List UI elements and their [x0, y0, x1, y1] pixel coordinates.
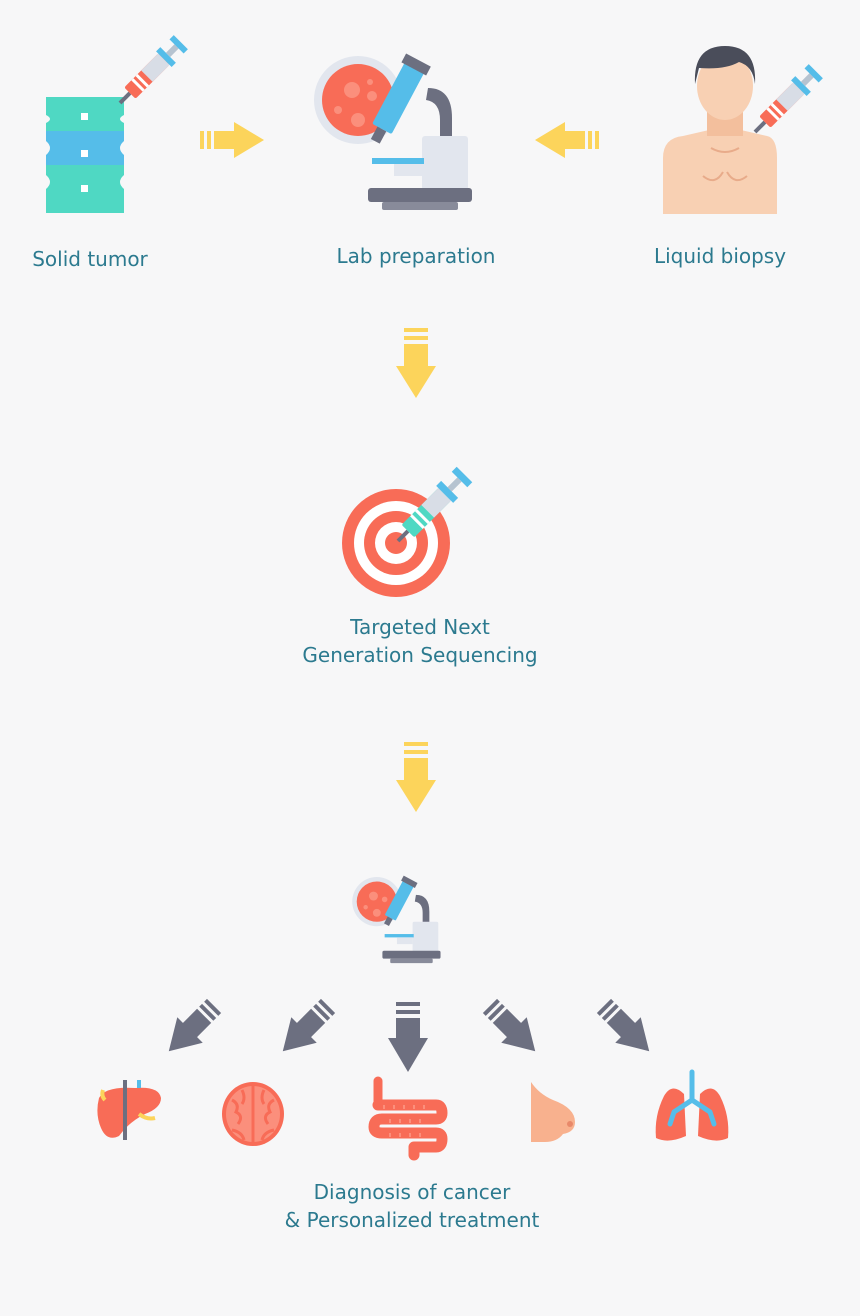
arrow-gray-liver-icon [168, 998, 222, 1052]
arrow-down-icon [396, 328, 436, 398]
microscope-icon [314, 53, 472, 210]
arrow-gray-lungs-icon [596, 998, 650, 1052]
breast-icon [531, 1082, 575, 1142]
liver-icon [97, 1080, 161, 1140]
arrow-gray-intestine-icon [388, 1002, 428, 1072]
intestine-icon [368, 1076, 448, 1161]
arrow-gray-breast-icon [482, 998, 536, 1052]
patient-syringe-icon [663, 46, 823, 214]
arrow-right-icon [200, 122, 264, 158]
diagnosis-label-line2: & Personalized treatment [284, 1208, 540, 1232]
tissue-sample-syringe-icon [46, 35, 188, 213]
arrow-down-icon [396, 742, 436, 812]
ngs-label-line1: Targeted Next [350, 615, 490, 639]
lab-preparation-label: Lab preparation [336, 244, 496, 268]
liquid-biopsy-label: Liquid biopsy [653, 244, 787, 268]
solid-tumor-label: Solid tumor [32, 247, 148, 271]
diagnosis-label-line1: Diagnosis of cancer [313, 1180, 511, 1204]
microscope-small-icon [352, 875, 441, 964]
ngs-label-line2: Generation Sequencing [302, 643, 538, 667]
arrow-left-icon [535, 122, 599, 158]
brain-icon [222, 1082, 284, 1146]
arrow-gray-brain-icon [282, 998, 336, 1052]
target-syringe-icon [342, 466, 473, 597]
lungs-icon [655, 1069, 729, 1141]
